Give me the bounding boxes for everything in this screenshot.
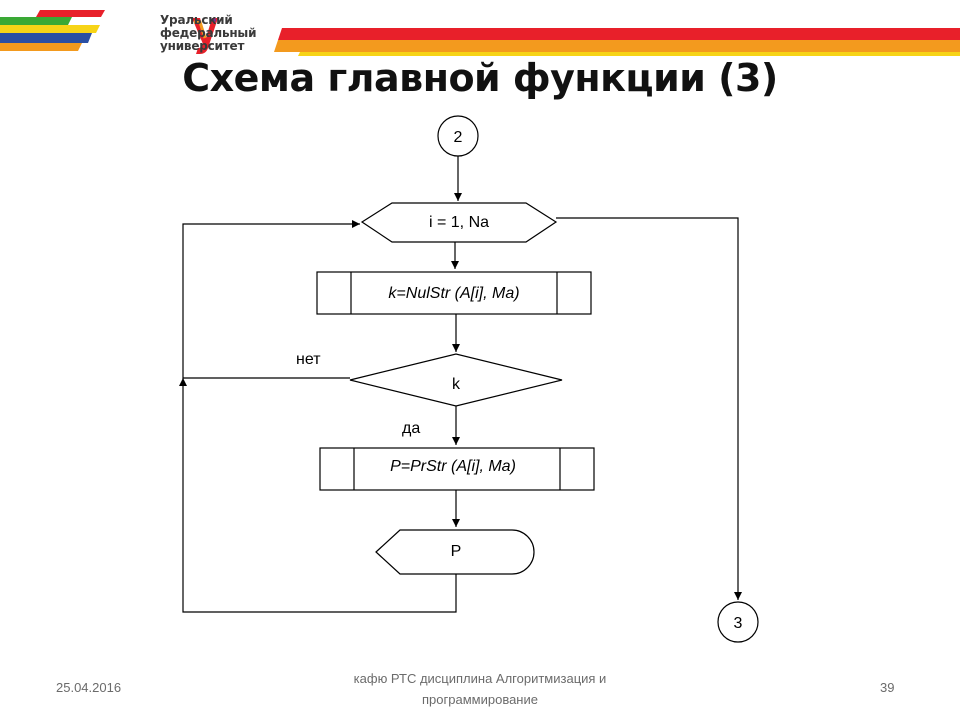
footer-course: кафю РТС дисциплина Алгоритмизация и про… (330, 668, 630, 710)
connector-3 (717, 601, 759, 643)
stripe-orange-right (274, 40, 960, 52)
university-name: Уральский федеральный университет (160, 14, 256, 53)
edge-loop-exit (556, 217, 742, 600)
header-stripes (0, 10, 960, 56)
nulstr-box (316, 271, 592, 315)
slide-title: Схема главной функции (3) (182, 56, 778, 100)
university-logo-icon (192, 18, 218, 54)
output-display (375, 529, 535, 575)
footer-course-line-1: кафю РТС дисциплина Алгоритмизация и (353, 671, 607, 686)
prstr-box (319, 447, 595, 491)
edge-loop-return (179, 378, 457, 613)
connector-2-label: 2 (454, 129, 463, 146)
loop-hexagon (360, 202, 558, 243)
stripe-orange-left (0, 43, 82, 51)
stripe-red-left (36, 10, 105, 17)
loop-label: i = 1, Na (429, 214, 489, 231)
footer-course-line-2: программирование (422, 692, 538, 707)
prstr-label: P=PrStr (A[i], Ma) (390, 458, 516, 475)
university-line-3: университет (160, 39, 245, 53)
page-number: 39 (880, 680, 895, 695)
stripe-red-right (278, 28, 960, 40)
stripe-blue-left (0, 33, 92, 43)
university-line-2: федеральный (160, 26, 257, 40)
stripe-green-left (0, 17, 72, 25)
decision-diamond (349, 353, 563, 407)
stripe-yellow-right (298, 52, 960, 56)
yes-label: да (402, 420, 420, 437)
edge-no-branch (182, 220, 360, 379)
stripe-yellow-left (0, 25, 100, 33)
connector-3-label: 3 (734, 615, 743, 632)
footer-date: 25.04.2016 (56, 680, 122, 695)
no-label: нет (296, 351, 321, 368)
output-label: P (451, 543, 462, 560)
decision-label: k (452, 376, 461, 393)
university-line-1: Уральский (160, 13, 233, 27)
nulstr-label: k=NulStr (A[i], Ma) (388, 285, 519, 302)
